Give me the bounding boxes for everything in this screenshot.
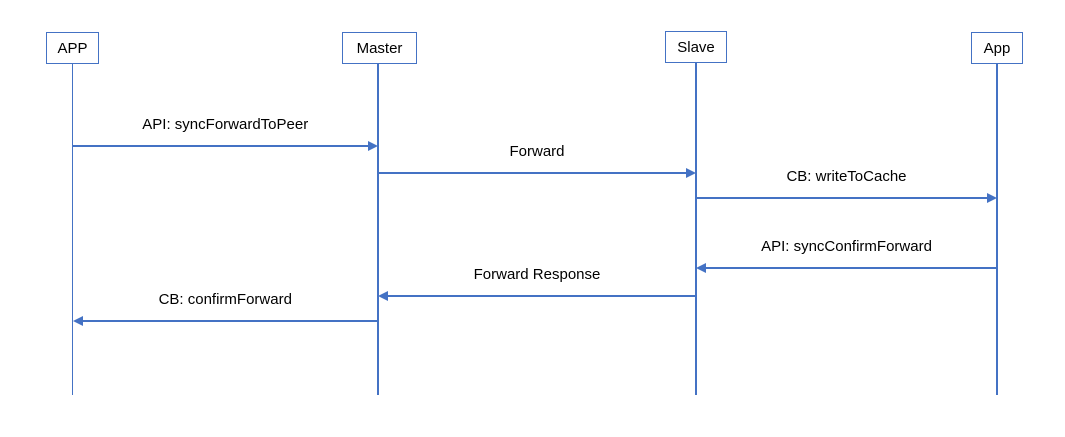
actor-label-App: App (983, 39, 1011, 57)
message-label-1: Forward (509, 143, 565, 160)
message-line-1 (378, 172, 688, 174)
message-arrowhead-icon (378, 291, 388, 301)
message-label-5: CB: confirmForward (158, 291, 292, 308)
message-label-4: Forward Response (473, 266, 601, 283)
actor-box-APP: APP (46, 32, 99, 64)
lifeline-App (996, 64, 998, 395)
actor-box-App: App (971, 32, 1023, 64)
message-line-5 (80, 320, 378, 322)
lifeline-APP (71, 64, 74, 395)
message-line-0 (72, 145, 370, 147)
message-arrowhead-icon (368, 141, 378, 151)
message-label-3: API: syncConfirmForward (761, 238, 932, 255)
message-line-3 (704, 267, 997, 269)
message-arrowhead-icon (987, 193, 997, 203)
message-line-4 (386, 295, 696, 297)
lifeline-Slave (695, 63, 697, 395)
message-arrowhead-icon (696, 263, 706, 273)
message-label-2: CB: writeToCache (786, 168, 907, 185)
actor-label-Slave: Slave (677, 38, 715, 56)
actor-label-APP: APP (57, 39, 88, 57)
actor-label-Master: Master (356, 39, 403, 57)
actor-box-Slave: Slave (665, 31, 727, 63)
message-arrowhead-icon (686, 168, 696, 178)
actor-box-Master: Master (342, 32, 417, 64)
message-line-2 (696, 197, 989, 199)
message-label-0: API: syncForwardToPeer (142, 116, 309, 133)
lifeline-Master (377, 64, 379, 395)
message-arrowhead-icon (72, 316, 83, 326)
